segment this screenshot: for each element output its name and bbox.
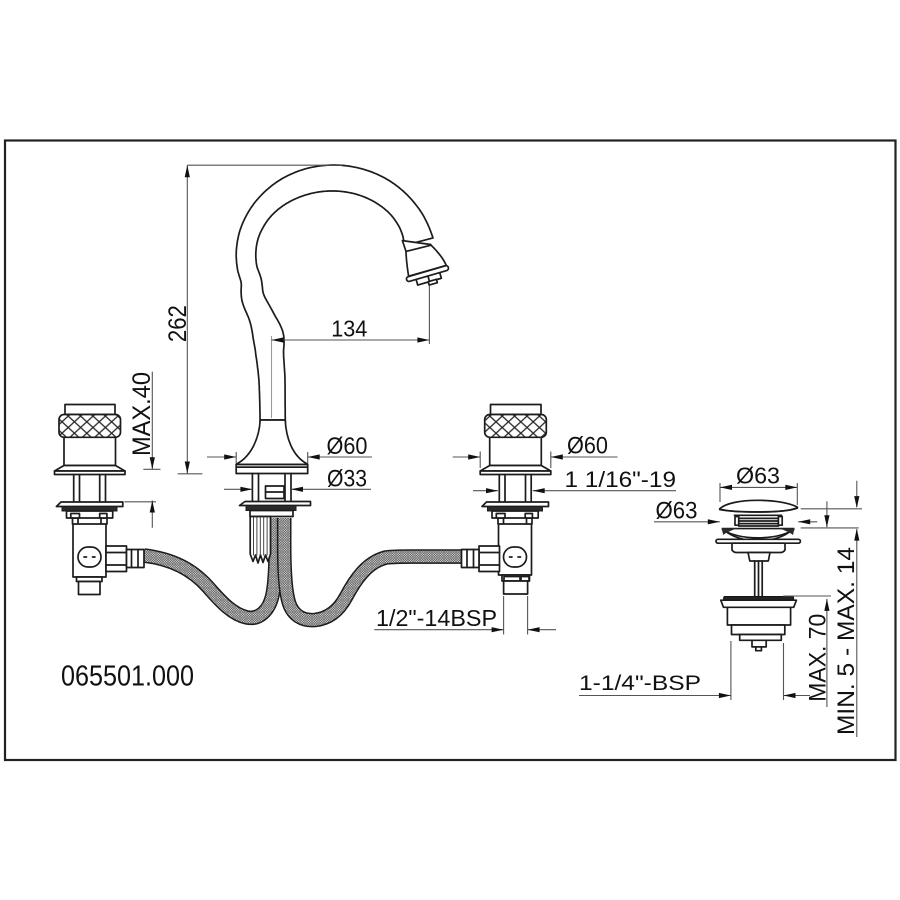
svg-text:262: 262 — [164, 305, 192, 342]
svg-text:1-1/4"-BSP: 1-1/4"-BSP — [579, 672, 701, 695]
svg-text:Ø60: Ø60 — [567, 433, 608, 460]
svg-text:MAX. 70: MAX. 70 — [805, 614, 832, 702]
svg-text:Ø33: Ø33 — [327, 466, 367, 493]
svg-text:MIN. 5 - MAX. 14: MIN. 5 - MAX. 14 — [833, 547, 860, 735]
svg-text:1/2"-14BSP: 1/2"-14BSP — [376, 605, 497, 631]
svg-text:Ø63: Ø63 — [736, 463, 780, 489]
svg-text:MAX.40: MAX.40 — [128, 372, 156, 456]
svg-text:134: 134 — [331, 316, 367, 342]
svg-text:Ø63: Ø63 — [656, 498, 698, 525]
svg-text:1 1/16"-19: 1 1/16"-19 — [565, 467, 677, 492]
svg-text:Ø60: Ø60 — [327, 433, 368, 460]
svg-text:065501.000: 065501.000 — [61, 661, 194, 693]
